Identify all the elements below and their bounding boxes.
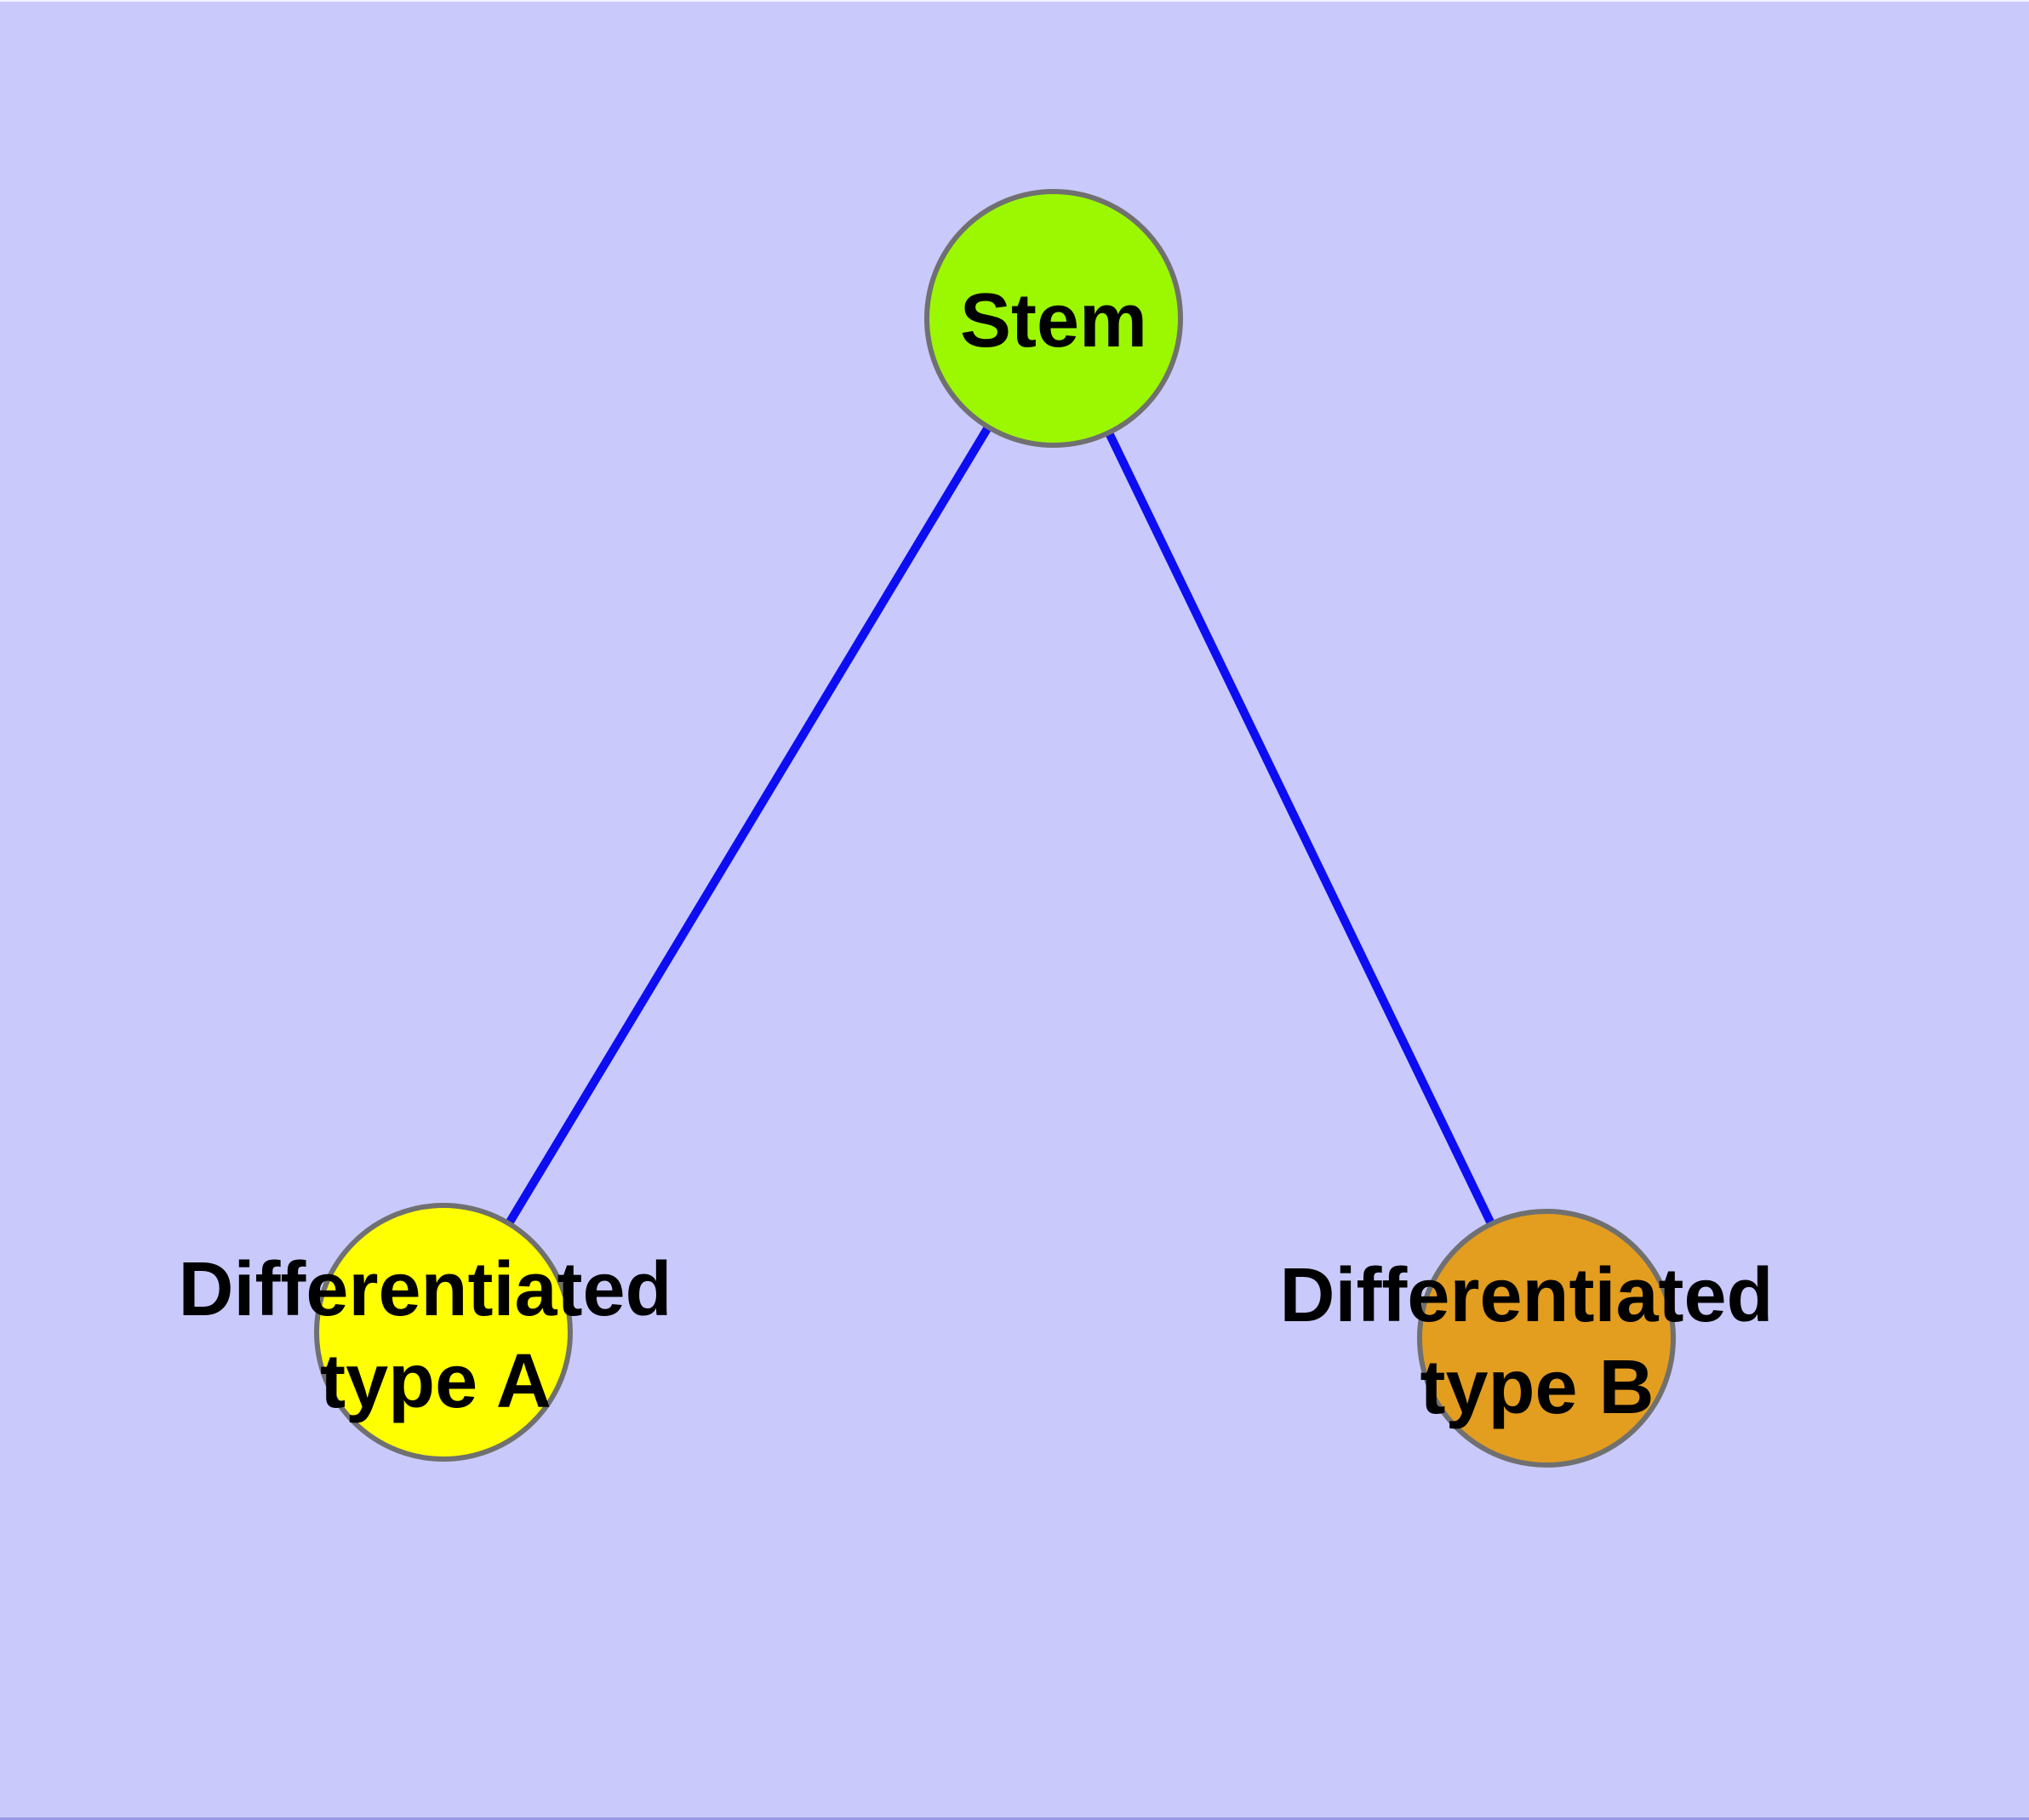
node-stem-label: Stem xyxy=(960,278,1147,363)
node-type-a-label-line1: Differentiated xyxy=(178,1247,672,1332)
node-type-b-label-line1: Differentiated xyxy=(1279,1253,1773,1338)
node-type-a-label-line2: type A xyxy=(320,1339,552,1424)
node-type-b-label: Differentiated type B xyxy=(1279,1253,1794,1430)
node-type-b-label-line2: type B xyxy=(1420,1345,1654,1430)
node-type-a-label: Differentiated type A xyxy=(178,1247,693,1424)
node-type-a-circle xyxy=(314,1203,573,1462)
node-stem-circle xyxy=(924,189,1183,448)
edge-stem-to-type-a xyxy=(439,316,1058,1335)
edge-stem-to-type-b xyxy=(1049,316,1551,1341)
top-hairline xyxy=(0,0,2029,2)
node-type-b-circle xyxy=(1417,1209,1676,1468)
bottom-hairline xyxy=(0,1817,2029,1820)
